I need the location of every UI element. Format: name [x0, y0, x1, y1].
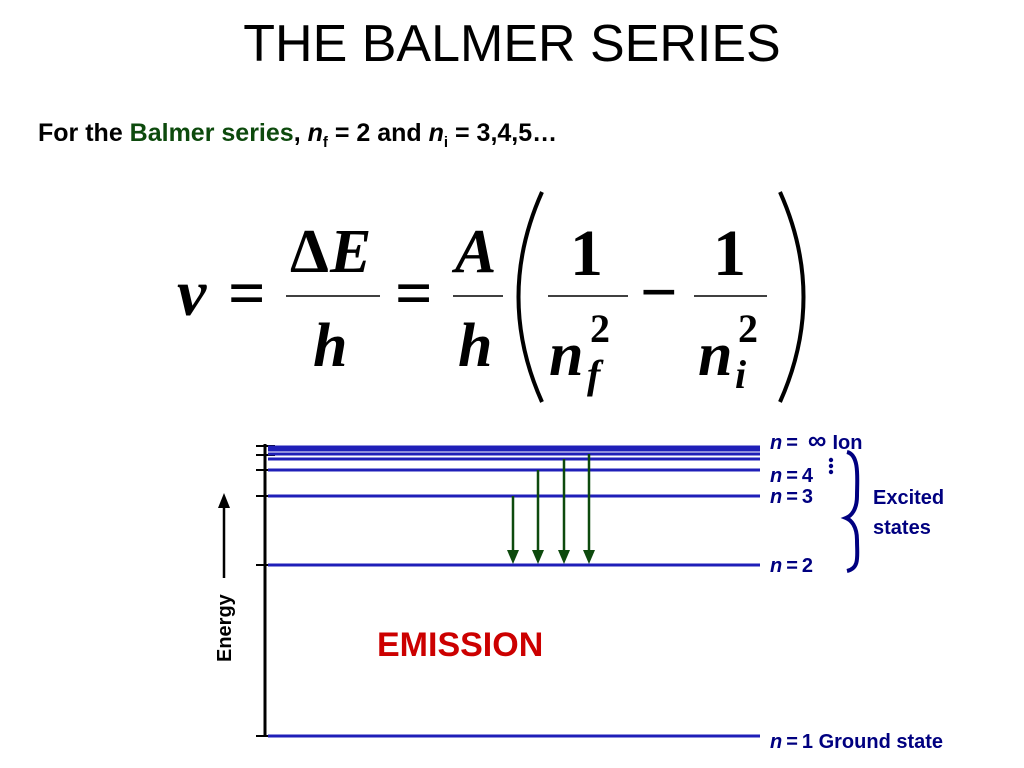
- arrow-head: [583, 550, 595, 564]
- formula-minus: −: [640, 256, 678, 329]
- label-n3: n=3: [770, 486, 813, 508]
- n-symbol: n: [770, 731, 782, 753]
- level-number: 1: [802, 731, 813, 753]
- subtitle: For the Balmer series, nf = 2 and ni = 3…: [38, 119, 557, 151]
- emission-transitions: [507, 454, 595, 564]
- series-name: Balmer series: [129, 119, 294, 147]
- nf-subscript: f: [322, 134, 328, 151]
- formula-A: A: [451, 218, 496, 286]
- formula-one-2: 1: [713, 217, 746, 290]
- formula-h-1: h: [313, 312, 347, 380]
- nf-value: = 2 and: [327, 119, 429, 147]
- formula-E: E: [329, 218, 371, 286]
- level-labels: n=∞Ion n=4 n=3 n=2 n=1 Ground state: [770, 425, 943, 753]
- energy-axis-label: Energy: [214, 593, 236, 662]
- nf-symbol: n: [307, 119, 323, 147]
- formula-delta: Δ: [290, 218, 329, 286]
- equals: =: [786, 465, 798, 487]
- formula-h-2: h: [458, 312, 492, 380]
- ellipsis-dot: [828, 463, 834, 469]
- arrow-head: [507, 550, 519, 564]
- formula-nf-n: n: [549, 321, 583, 389]
- ellipsis-dot: [828, 469, 834, 475]
- equals: =: [786, 731, 798, 753]
- emission-label: EMISSION: [377, 626, 543, 664]
- label-n4: n=4: [770, 465, 814, 487]
- n-symbol: n: [770, 486, 782, 508]
- ni-symbol: n: [428, 119, 444, 147]
- ellipsis-dot: [828, 457, 834, 463]
- excited-states-line1: Excited: [873, 487, 944, 509]
- formula-nf-subscript: f: [587, 352, 604, 397]
- n-symbol: n: [770, 432, 782, 454]
- ni-values: = 3,4,5…: [448, 119, 558, 147]
- arrow-head: [532, 550, 544, 564]
- energy-arrow-head: [218, 493, 230, 508]
- label-n1: n=1 Ground state: [770, 731, 943, 753]
- equals: =: [786, 555, 798, 577]
- n-symbol: n: [770, 465, 782, 487]
- formula-one-1: 1: [570, 217, 603, 290]
- level-number: 4: [802, 465, 814, 487]
- infinity-symbol: ∞: [808, 425, 827, 455]
- excited-states-brace: [840, 450, 860, 573]
- equals: =: [786, 486, 798, 508]
- formula-ni-subscript: i: [735, 352, 746, 397]
- arrow-head: [558, 550, 570, 564]
- formula-equals-2: =: [395, 257, 433, 330]
- equals: =: [786, 432, 798, 454]
- excited-states-line2: states: [873, 517, 931, 539]
- ground-state-label: Ground state: [813, 731, 943, 753]
- label-n-infinity: n= ∞Ion: [770, 425, 862, 455]
- energy-axis: Energy: [214, 444, 275, 737]
- level-number: 3: [802, 486, 813, 508]
- formula-ni-n: n: [698, 321, 732, 389]
- subtitle-comma: ,: [293, 119, 301, 147]
- formula-nu: v: [177, 257, 207, 330]
- formula-ni-square: 2: [738, 306, 758, 351]
- ni-subscript: i: [443, 134, 449, 151]
- ion-label: Ion: [832, 432, 862, 454]
- energy-levels: [268, 445, 760, 738]
- label-n2: n=2: [770, 555, 813, 577]
- formula-equals-1: =: [228, 257, 266, 330]
- right-paren: [778, 191, 806, 403]
- formula-nf-square: 2: [590, 306, 610, 351]
- rydberg-formula: v = Δ E h = A h 1 n 2 f − 1 n 2 i: [177, 191, 806, 403]
- left-paren: [516, 191, 544, 403]
- page-title: THE BALMER SERIES: [243, 15, 781, 73]
- n-symbol: n: [770, 555, 782, 577]
- subtitle-prefix: For the: [38, 119, 130, 147]
- level-number: 2: [802, 555, 813, 577]
